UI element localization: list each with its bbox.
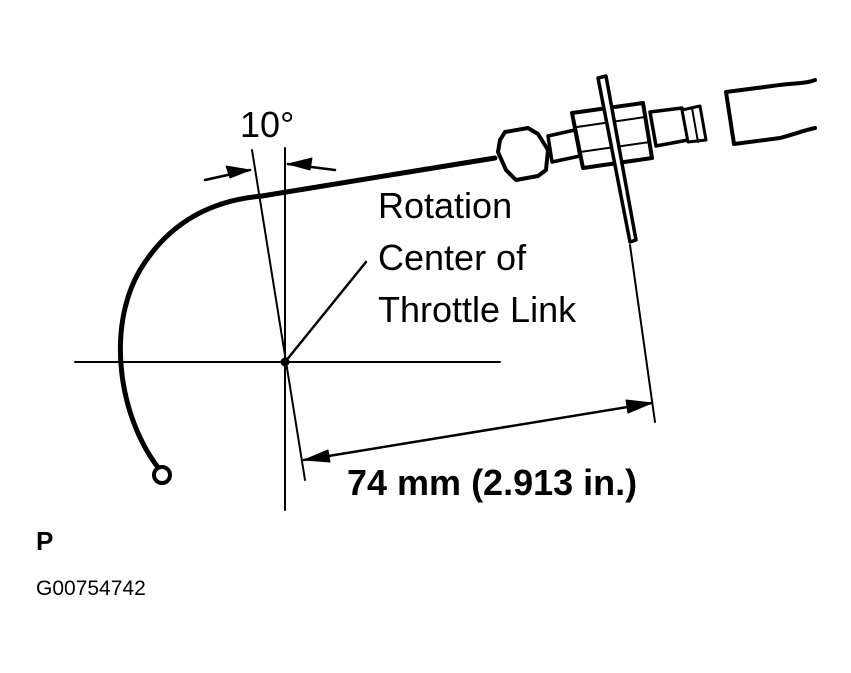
callout-line-3: Throttle Link: [378, 289, 577, 330]
rotation-center-dot: [280, 357, 290, 367]
mounting-bracket-plate: [596, 74, 638, 244]
throttle-link-end-eye: [152, 465, 172, 485]
dimension-extension-line: [629, 244, 656, 423]
dimension-arrow-head-left: [303, 449, 331, 463]
angle-arrow-left-head: [225, 165, 251, 179]
dimension-label: 74 mm (2.913 in.): [347, 462, 638, 503]
cable-housing: [724, 78, 817, 146]
throttle-cable: [259, 155, 498, 199]
callout-leader-line: [283, 260, 368, 364]
figure-id: G00754742: [36, 577, 146, 600]
callout-line-2: Center of: [378, 237, 527, 278]
view-label: P: [36, 526, 54, 556]
cable-fitting-hex: [496, 126, 550, 182]
angle-label: 10°: [240, 104, 295, 145]
dimension-arrow-shaft: [302, 401, 654, 462]
callout-line-1: Rotation: [378, 185, 513, 226]
tilted-reference-line: [251, 149, 306, 481]
angle-arrow-right-head: [287, 157, 313, 171]
dimension-arrow-head-right: [625, 399, 653, 414]
rotation-center-callout: Rotation Center of Throttle Link: [378, 180, 576, 336]
throttle-link-arc: [117, 193, 265, 473]
